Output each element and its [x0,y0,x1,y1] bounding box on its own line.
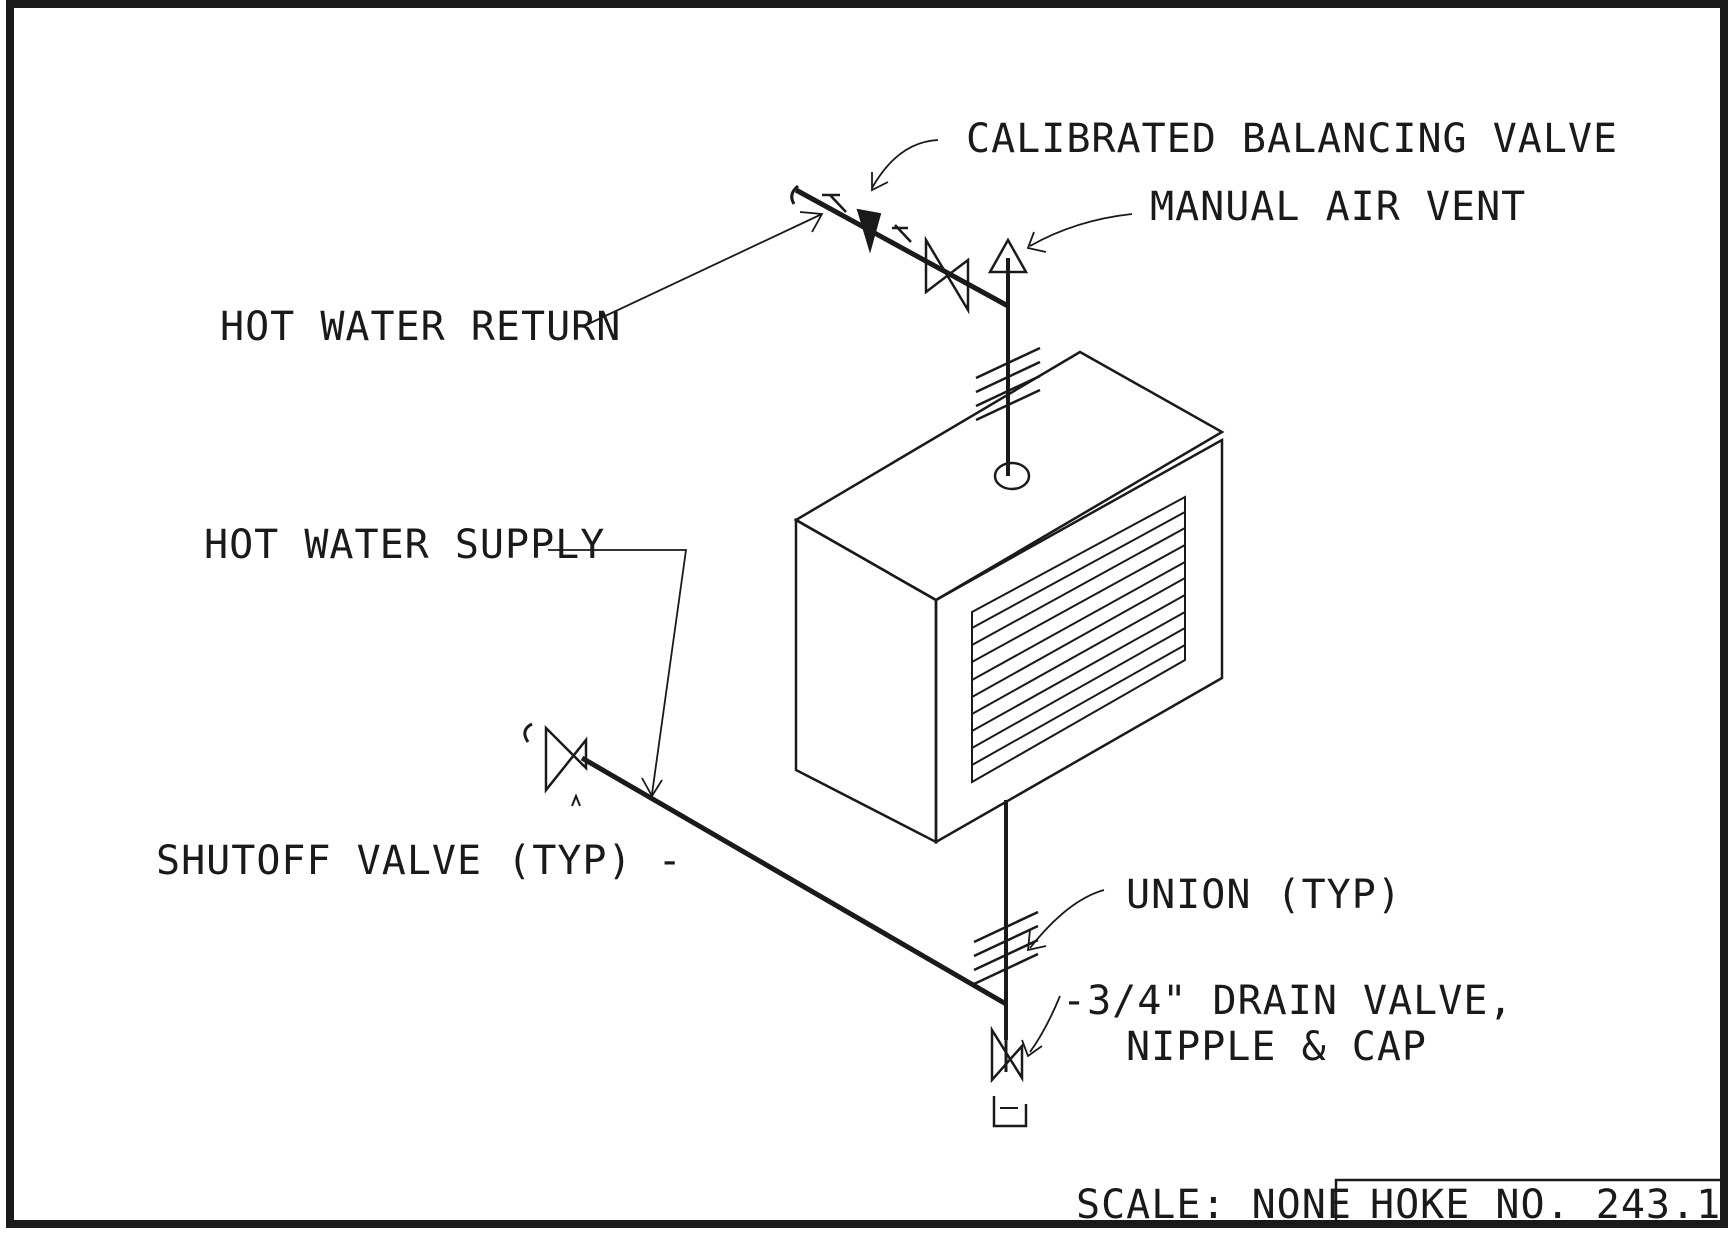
heater-top-face [793,350,1225,602]
scale-text: SCALE: NONE [1076,1182,1352,1228]
label-hot-water-supply: HOT WATER SUPPLY [204,522,605,568]
heater-side-face [794,517,938,845]
label-balancing-valve: CALIBRATED BALANCING VALVE [966,116,1618,162]
return-shutoff-valve [924,235,970,315]
lower-union [973,910,1039,986]
label-drain-valve-line2: NIPPLE & CAP [1126,1024,1427,1070]
drain-valve [990,1025,1028,1128]
sheet-border [6,0,1728,1228]
label-shutoff-valve: SHUTOFF VALVE (TYP) - [156,838,683,884]
supply-shutoff-valve [544,724,588,807]
return-piping [790,184,1010,476]
return-connection-port [993,461,1031,491]
label-air-vent: MANUAL AIR VENT [1150,184,1526,230]
detail-number: HOKE NO. 243.100 [1370,1182,1728,1228]
balancing-valve-symbol [856,208,882,254]
upper-union [975,346,1041,422]
air-vent-symbol [987,237,1029,274]
label-drain-valve-line1: -3/4" DRAIN VALVE, [1062,978,1513,1024]
title-block-box [1334,1178,1724,1228]
unit-heater [793,350,1225,845]
heater-louver-grille [971,495,1186,784]
label-union: UNION (TYP) [1126,872,1402,918]
supply-piping [523,722,1008,1072]
leader-lines [548,139,1133,1058]
label-hot-water-return: HOT WATER RETURN [220,304,621,350]
